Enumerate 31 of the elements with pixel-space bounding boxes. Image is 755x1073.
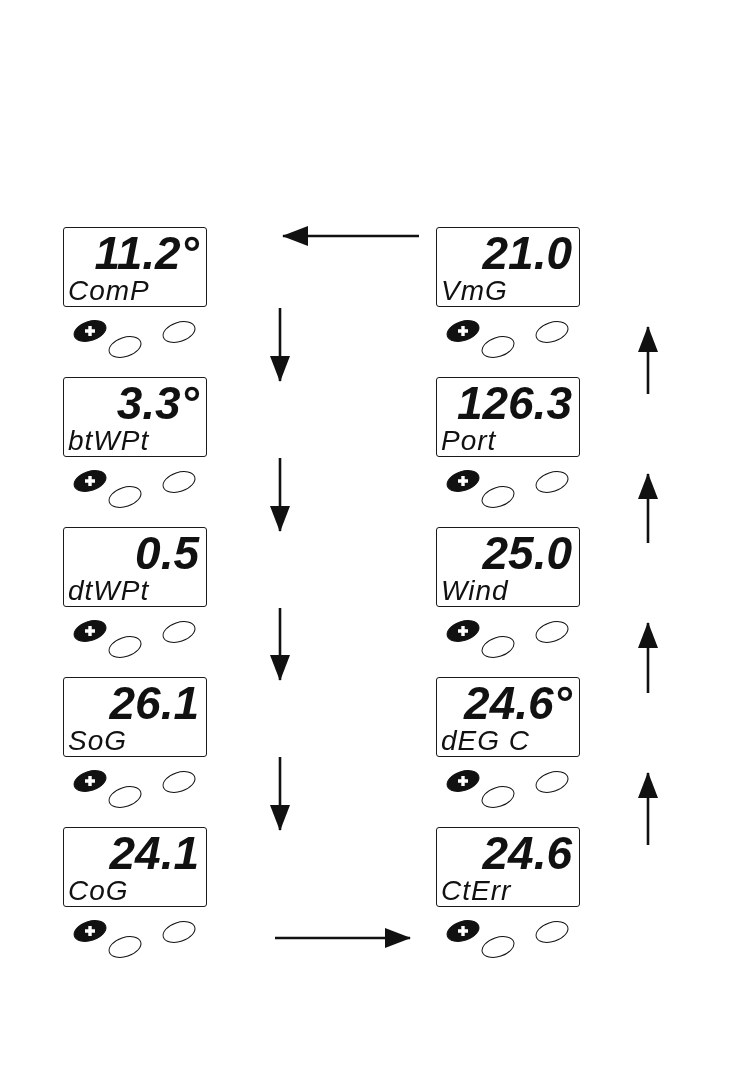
lcd-screen bbox=[436, 527, 580, 607]
flow-arrow bbox=[282, 226, 419, 246]
reading-label: VmG bbox=[441, 277, 508, 305]
reading-label: dtWPt bbox=[68, 577, 150, 605]
reading-label: ComP bbox=[68, 277, 150, 305]
reading-label: dEG C bbox=[441, 727, 531, 755]
reading-value: 21.0 bbox=[482, 230, 572, 276]
reading-value: 11.2° bbox=[94, 230, 199, 276]
reading-value: 126.3 bbox=[456, 380, 572, 426]
lcd-screen bbox=[63, 377, 207, 457]
reading-value: 24.6° bbox=[464, 680, 572, 726]
lcd-screen bbox=[63, 677, 207, 757]
lcd-screen bbox=[436, 827, 580, 907]
reading-value: 24.1 bbox=[109, 830, 199, 876]
reading-label: btWPt bbox=[68, 427, 150, 455]
lcd-screen bbox=[63, 527, 207, 607]
reading-label: Wind bbox=[441, 577, 509, 605]
reading-value: 24.6 bbox=[482, 830, 572, 876]
reading-value: 3.3° bbox=[116, 380, 199, 426]
reading-label: CtErr bbox=[441, 877, 512, 905]
lcd-screen bbox=[436, 227, 580, 307]
reading-label: CoG bbox=[68, 877, 129, 905]
lcd-screen bbox=[436, 377, 580, 457]
reading-value: 25.0 bbox=[482, 530, 572, 576]
lcd-screen bbox=[63, 227, 207, 307]
reading-value: 26.1 bbox=[109, 680, 199, 726]
lcd-screen bbox=[436, 677, 580, 757]
reading-value: 0.5 bbox=[135, 530, 199, 576]
reading-label: SoG bbox=[68, 727, 128, 755]
lcd-screen bbox=[63, 827, 207, 907]
reading-label: Port bbox=[441, 427, 497, 455]
